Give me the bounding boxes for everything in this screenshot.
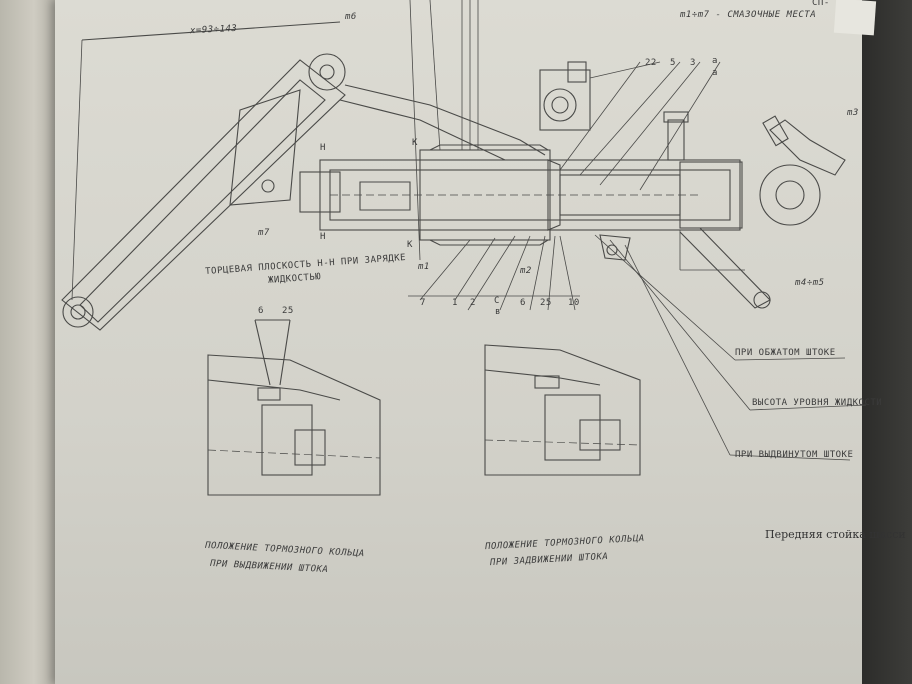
pivot-m7 [261,179,275,193]
label-k-top: K [412,138,418,148]
sheet-code: СП- [812,0,830,8]
rod-compressed-note: ПРИ ОБЖАТОМ ШТОКЕ [735,348,836,358]
leader-lines [408,61,867,461]
label-5: 5 [670,58,676,68]
book-spine-page [0,0,62,684]
detail-label-6: 6 [258,306,264,316]
label-b: в [495,307,501,317]
label-h-bottom: H [320,232,326,242]
torque-link-arm [61,53,546,331]
label-3: 3 [690,58,696,68]
label-2: 2 [470,298,476,308]
right-detail-view [484,344,641,476]
charging-valve [539,61,661,131]
label-a-top: a [712,56,718,66]
label-6: 6 [520,298,526,308]
label-a-bottom: a [712,68,718,78]
detail-label-25: 25 [282,306,294,316]
label-m3: m3 [847,108,859,118]
drawing-caption: Передняя стойка шасси [765,528,906,541]
fluid-level-note: ВЫСОТА УРОВНЯ ЖИДКОСТИ [752,398,883,408]
label-c: C [494,296,500,306]
label-m4-m5: m4÷m5 [795,278,825,288]
shock-strut-cylinder [299,144,743,246]
label-k-bottom: K [407,240,413,250]
lubrication-points-note: m1÷m7 - СМАЗОЧНЫЕ МЕСТА [680,10,817,20]
upper-link [229,89,301,206]
ref-line [409,0,421,261]
rod-extended-note: ПРИ ВЫДВИНУТОМ ШТОКЕ [735,450,854,460]
dark-background [862,0,912,684]
dimension-line [81,21,341,41]
drawing-sheet [55,0,897,684]
wheel-side-view [759,115,846,226]
left-detail-view [207,319,381,496]
label-25: 25 [540,298,552,308]
rear-arm [679,227,771,309]
label-m6: m6 [345,12,357,22]
label-1: 1 [452,298,458,308]
label-7: 7 [420,298,426,308]
label-h-top: H [320,143,326,153]
dimension-leader [71,39,83,301]
label-22: 22 [645,58,657,68]
label-m2: m2 [520,266,532,276]
label-m1: m1 [418,262,430,272]
filler-fitting [663,111,689,161]
label-10: 10 [568,298,580,308]
label-m7: m7 [258,228,270,238]
